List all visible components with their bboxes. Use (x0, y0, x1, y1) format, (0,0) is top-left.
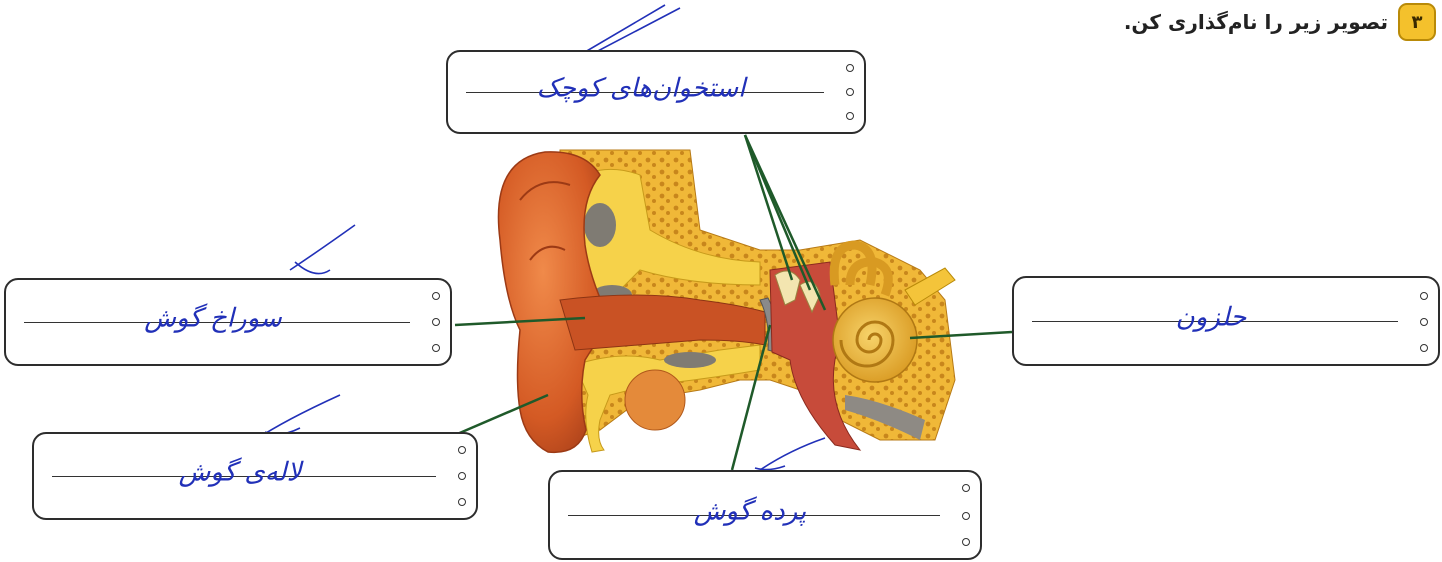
cochlea-shape (833, 298, 917, 382)
label-box-ear-canal[interactable]: سوراخ گوش (4, 278, 452, 366)
exercise-instruction: تصویر زیر را نام‌گذاری کن. (1124, 10, 1388, 34)
question-number-badge: ۳ (1398, 3, 1436, 41)
answer-eardrum: پرده گوش (550, 496, 950, 526)
exercise-header: ۳ تصویر زیر را نام‌گذاری کن. (1124, 2, 1436, 42)
label-box-ossicles[interactable]: استخوان‌های کوچک (446, 50, 866, 134)
label-box-cochlea[interactable]: حلزون (1012, 276, 1440, 366)
answer-cochlea: حلزون (1014, 302, 1408, 332)
label-box-earlobe[interactable]: لاله‌ی گوش (32, 432, 478, 520)
answer-ear-canal: سوراخ گوش (6, 303, 420, 333)
label-box-eardrum[interactable]: پرده گوش (548, 470, 982, 560)
answer-earlobe: لاله‌ی گوش (34, 457, 446, 487)
answer-ossicles: استخوان‌های کوچک (448, 73, 834, 103)
